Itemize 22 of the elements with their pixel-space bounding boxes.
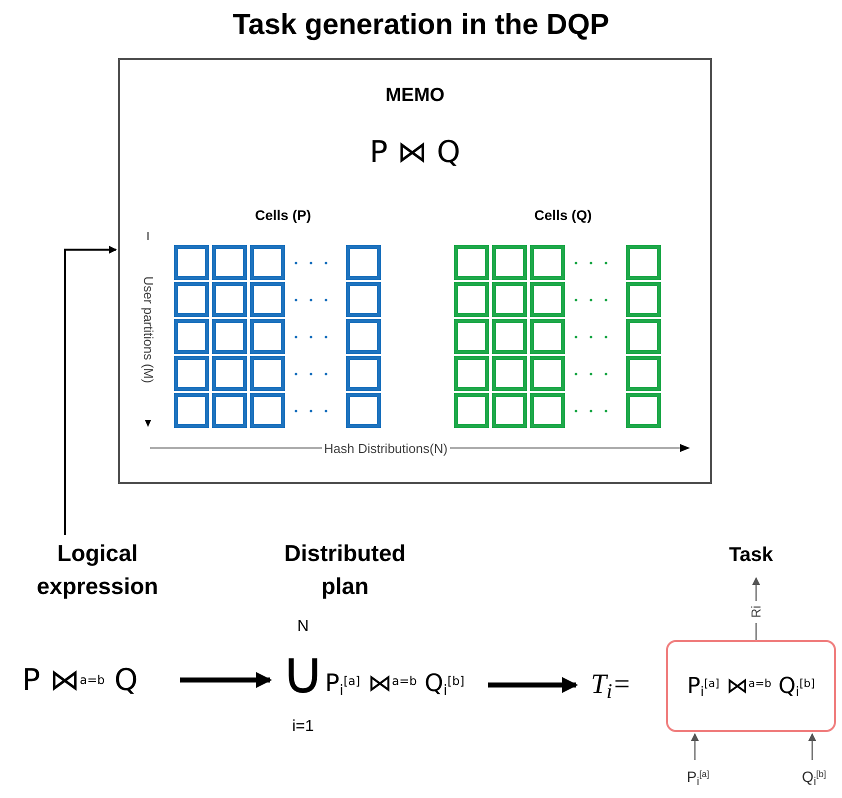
upper-bound: N [296,617,310,637]
edge-label: Ri [749,601,763,623]
memo-panel [118,58,712,484]
join-formula: P ⋈ Q [368,134,462,172]
axis-label: User partitions (M) [140,240,156,420]
stage-heading: Distributed plan [265,535,425,605]
arrow [690,733,699,760]
panel-heading: MEMO [384,84,446,108]
group-heading: Cells (Q) [533,206,593,225]
union-symbol: ∪ [280,637,326,710]
task-box [666,640,836,732]
join-expression: P ⋈$^{a=b}$ Q [10,650,150,710]
lower-bound: i=1 [291,717,315,737]
diagram-title: Task generation in the DQP [232,8,610,43]
arrow [64,246,117,535]
task-symbol: T$_{i}$= [580,660,642,710]
node-heading: Task [728,543,774,568]
stage-heading: Logical expression [15,535,180,605]
arrow [488,677,578,693]
group-heading: Cells (P) [254,206,312,225]
arrow [180,672,272,688]
arrow [808,733,816,760]
